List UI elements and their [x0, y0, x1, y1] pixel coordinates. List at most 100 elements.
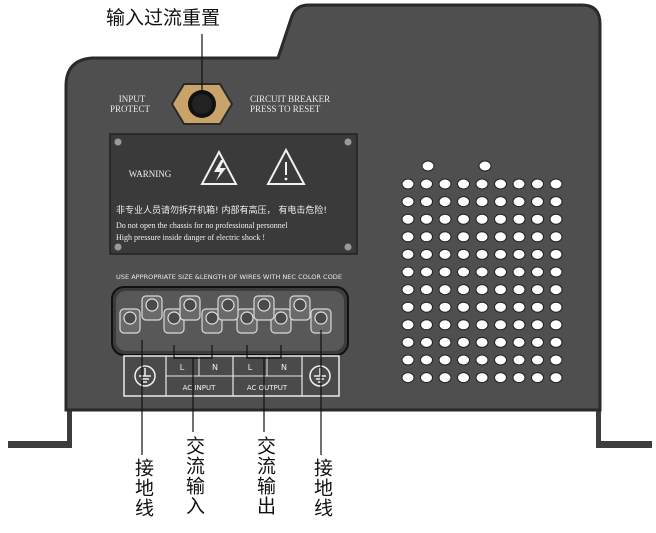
vent-hole [549, 266, 563, 278]
vent-hole [475, 301, 489, 313]
callout-ac-output: 交流输出 [254, 436, 276, 516]
vent-hole [494, 231, 507, 243]
vent-hole [420, 178, 433, 190]
terminal-screw [236, 308, 258, 334]
input-protect-label-1: INPUT [119, 94, 146, 104]
vent-hole [531, 196, 544, 208]
vent-hole [549, 231, 563, 243]
callout-ground-left: 接地线 [132, 458, 154, 518]
reset-breaker-knob[interactable] [170, 83, 234, 125]
vent-hole [531, 213, 544, 225]
vent-hole [475, 266, 489, 278]
vent-hole [512, 336, 526, 348]
vent-hole [475, 178, 489, 190]
vent-hole [438, 319, 452, 331]
terminal-screw [289, 295, 311, 321]
vent-hole [438, 178, 452, 190]
callout-lines-bottom [141, 330, 322, 455]
vent-hole [438, 248, 452, 260]
vent-hole [512, 266, 526, 278]
vent-hole [512, 248, 526, 260]
vent-hole [401, 301, 415, 313]
vent-hole [549, 213, 563, 225]
vent-hole [549, 178, 563, 190]
vent-hole [512, 284, 526, 296]
vent-hole [457, 178, 470, 190]
vent-hole [512, 319, 526, 331]
vent-hole [494, 178, 507, 190]
vent-hole [475, 213, 489, 225]
terminal-screw [141, 295, 163, 321]
vent-hole [494, 266, 507, 278]
vent-hole [549, 336, 563, 348]
vent-hole [494, 319, 507, 331]
vent-hole [438, 196, 452, 208]
vent-hole [512, 354, 526, 366]
terminal-screw [270, 308, 292, 334]
label-ac-output: AC OUTPUT [247, 384, 288, 392]
vent-hole [420, 354, 433, 366]
vent-hole [475, 319, 489, 331]
vent-hole [420, 372, 433, 384]
vent-hole [420, 213, 433, 225]
vent-hole [549, 319, 563, 331]
vent-hole [475, 231, 489, 243]
vent-hole [494, 301, 507, 313]
vent-hole [531, 284, 544, 296]
wiring-note: USE APPROPRIATE SIZE &LENGTH OF WIRES WI… [116, 274, 342, 281]
vent-hole [401, 336, 415, 348]
vent-hole [401, 319, 415, 331]
vent-hole [457, 266, 470, 278]
vent-hole [494, 354, 507, 366]
vent-hole [531, 301, 544, 313]
breaker-label-2: PRESS TO RESET [250, 104, 321, 114]
vent-hole [457, 213, 470, 225]
vent-hole [549, 248, 563, 260]
vent-hole [438, 301, 452, 313]
warning-en-2: High pressure inside danger of electric … [116, 233, 265, 242]
vent-hole [401, 354, 415, 366]
vent-hole [512, 213, 526, 225]
terminal-screw [201, 308, 223, 334]
warning-title: WARNING [129, 169, 172, 179]
warning-en-1: Do not open the chassis for no professio… [116, 221, 288, 230]
breaker-label-1: CIRCUIT BREAKER [250, 94, 330, 104]
terminal-block [111, 286, 349, 356]
vent-hole [438, 336, 452, 348]
vent-hole [401, 372, 415, 384]
vent-hole [457, 284, 470, 296]
terminal-screw [119, 308, 141, 334]
vent-hole [420, 248, 433, 260]
vent-hole [457, 336, 470, 348]
vent-hole [475, 372, 489, 384]
vent-hole [478, 160, 492, 172]
vent-hole [457, 301, 470, 313]
vent-hole [438, 284, 452, 296]
vent-hole [401, 266, 415, 278]
vent-hole [420, 231, 433, 243]
label-ac-input: AC INPUT [183, 384, 216, 392]
vent-hole [531, 319, 544, 331]
vent-hole [401, 231, 415, 243]
vent-hole [549, 284, 563, 296]
callout-ground-right: 接地线 [311, 458, 333, 518]
warning-plate [109, 133, 358, 255]
vent-hole [401, 196, 415, 208]
vent-hole [531, 266, 544, 278]
terminal-screw [253, 295, 275, 321]
vent-hole [549, 354, 563, 366]
ground-icon [309, 365, 331, 387]
vent-hole [457, 196, 470, 208]
vent-hole [438, 213, 452, 225]
terminal-screw [217, 295, 239, 321]
terminal-screw [163, 308, 185, 334]
vent-hole [457, 372, 470, 384]
vent-hole [494, 284, 507, 296]
vent-hole [512, 301, 526, 313]
vent-hole [438, 354, 452, 366]
vent-hole [549, 372, 563, 384]
exclamation-warning-icon [266, 147, 306, 185]
terminal-screw [310, 308, 332, 334]
vent-hole [457, 231, 470, 243]
label-n-input: N [212, 363, 218, 372]
